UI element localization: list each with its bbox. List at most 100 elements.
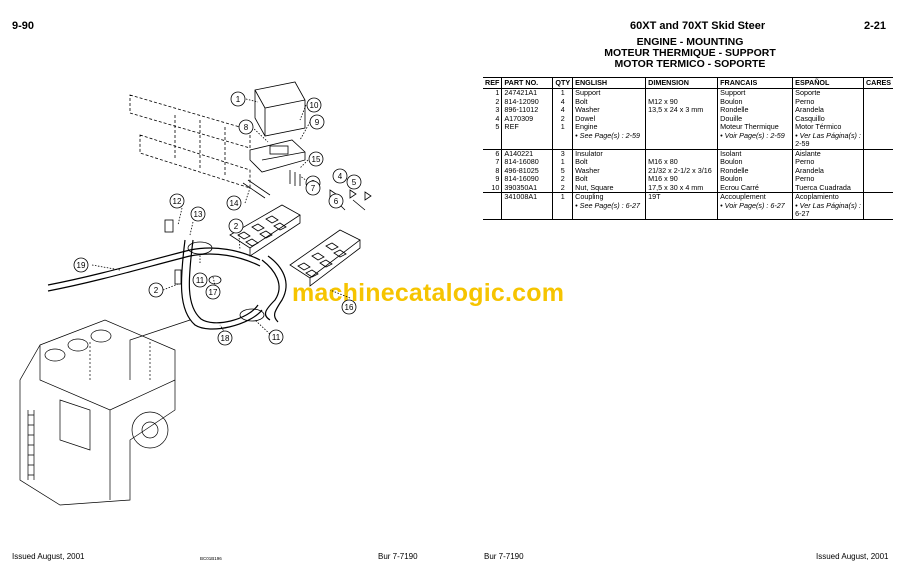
callout-number: 7 xyxy=(311,184,316,193)
table-cell xyxy=(483,210,502,220)
callout-circle xyxy=(169,193,185,209)
table-cell xyxy=(717,140,793,149)
table-cell xyxy=(552,131,573,140)
callout-circle xyxy=(230,91,246,107)
callout-number: 15 xyxy=(312,155,321,164)
insulator-pads xyxy=(229,204,361,287)
callout-circle xyxy=(228,218,244,234)
table-cell: 7 xyxy=(495,157,500,166)
column-header: DIMENSION xyxy=(645,77,718,89)
table-cell: Nut, Square xyxy=(572,183,646,192)
callout-bubbles: 11098153457614121321911172161811 xyxy=(73,91,362,346)
table-cell: Ecrou Carré xyxy=(717,183,793,192)
column-header: CARES xyxy=(862,77,894,89)
leader-lines xyxy=(91,98,351,337)
table-cell: 2 xyxy=(552,174,573,184)
table-cell: 814-12090 xyxy=(501,97,553,106)
table-cell: 2 xyxy=(552,114,573,123)
table-cell: A140221 xyxy=(501,148,553,158)
table-cell: M12 x 90 xyxy=(645,97,718,106)
section-title-french: MOTEUR THERMIQUE - SUPPORT xyxy=(604,47,776,59)
callout-circle xyxy=(305,180,321,196)
table-cell: Arandela xyxy=(792,105,864,115)
table-cell: 8 xyxy=(495,165,500,175)
table-cell: 390350A1 xyxy=(501,183,553,192)
callout-number: 19 xyxy=(77,261,86,270)
table-cell: Washer xyxy=(572,105,646,115)
table-cell: 814-16080 xyxy=(501,157,553,167)
table-cell xyxy=(862,201,894,210)
table-cell xyxy=(572,140,646,149)
figure-code: BC01B196 xyxy=(200,556,222,561)
table-cell: • Voir Page(s) : 2-59 xyxy=(717,131,793,140)
table-cell: Tuerca Cuadrada xyxy=(792,183,864,192)
table-cell: • Voir Page(s) : 6-27 xyxy=(717,201,793,210)
table-cell: Soporte xyxy=(792,88,864,98)
table-cell: Acoplamiento xyxy=(792,192,864,202)
table-cell: Washer xyxy=(572,166,646,175)
table-cell: 1 xyxy=(552,122,573,132)
table-cell: • See Page(s) : 2-59 xyxy=(572,131,646,140)
table-cell: Boulon xyxy=(717,157,793,167)
callout-circle xyxy=(308,151,324,167)
table-cell xyxy=(862,183,894,192)
callout-circle xyxy=(238,119,254,135)
table-cell xyxy=(645,88,718,98)
table-cell xyxy=(862,158,894,167)
footer-left-issued: Issued August, 2001 xyxy=(12,552,85,561)
table-cell: Rondelle xyxy=(717,105,793,115)
table-cell xyxy=(862,131,894,140)
table-cell xyxy=(862,106,894,115)
table-cell xyxy=(552,140,573,149)
table-cell: Coupling xyxy=(572,192,646,202)
column-header: ESPAÑOL xyxy=(792,77,864,89)
table-row: 2-59 xyxy=(483,139,894,149)
callout-circle xyxy=(332,168,348,184)
callout-circle xyxy=(328,193,344,209)
right-page-number: 2-21 xyxy=(864,20,887,32)
table-row: 6-27 xyxy=(483,209,894,220)
table-cell xyxy=(645,131,718,140)
table-cell xyxy=(501,140,553,149)
callout-circle xyxy=(226,195,242,211)
table-cell: 896-11012 xyxy=(501,105,553,115)
callout-number: 12 xyxy=(173,197,182,206)
table-cell: 3 xyxy=(552,148,573,158)
table-cell xyxy=(483,192,502,202)
table-cell xyxy=(645,210,718,220)
table-cell: 1 xyxy=(552,88,573,98)
table-cell xyxy=(862,97,894,106)
table-cell: Insulator xyxy=(572,148,646,158)
callout-circle xyxy=(346,174,362,190)
table-cell: 10 xyxy=(491,182,500,192)
callout-number: 13 xyxy=(194,210,203,219)
mounting-plate xyxy=(129,94,251,189)
table-cell xyxy=(862,148,894,158)
table-cell: Douille xyxy=(717,114,793,123)
callout-number: 8 xyxy=(244,123,249,132)
table-cell: 4 xyxy=(495,113,500,123)
callout-number: 18 xyxy=(221,334,230,343)
table-cell: 5 xyxy=(495,122,500,131)
callout-number: 2 xyxy=(154,286,159,295)
table-cell xyxy=(483,132,502,141)
table-cell: 19T xyxy=(645,192,718,202)
table-cell: 6 xyxy=(483,148,502,158)
callout-number: 11 xyxy=(196,276,205,285)
table-cell xyxy=(645,201,718,210)
table-cell: Motor Térmico xyxy=(792,122,864,132)
engine-block xyxy=(19,319,191,506)
table-cell xyxy=(862,192,894,202)
column-header: ENGLISH xyxy=(572,77,646,89)
table-cell: 341008A1 xyxy=(501,192,553,202)
callout-circle xyxy=(341,299,357,315)
section-title-spanish: MOTOR TERMICO - SOPORTE xyxy=(614,58,766,70)
model-title: 60XT and 70XT Skid Steer xyxy=(630,20,766,32)
callout-number: 9 xyxy=(315,118,320,127)
table-cell: Support xyxy=(717,88,793,98)
